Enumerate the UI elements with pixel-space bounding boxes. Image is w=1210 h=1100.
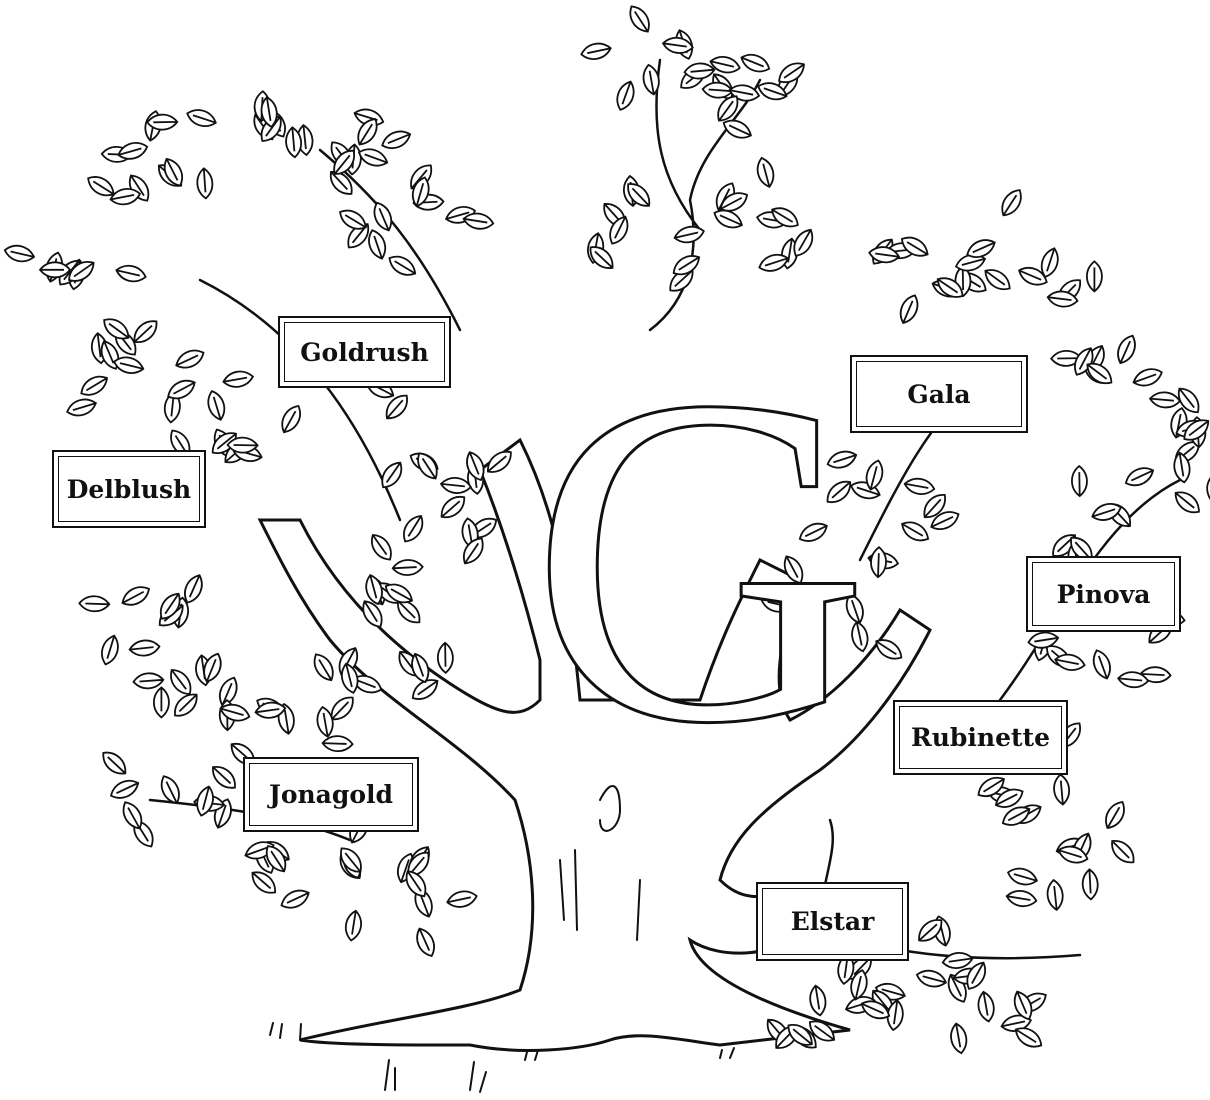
- leaf-icon: [133, 672, 164, 689]
- leaf-icon: [673, 224, 706, 245]
- leaf-icon: [196, 168, 213, 199]
- leaf-icon: [413, 926, 439, 960]
- label-gala: Gala: [850, 355, 1028, 433]
- leaf-icon: [1114, 333, 1140, 367]
- leaf-icon: [1090, 648, 1114, 681]
- leaf-icon: [1072, 466, 1088, 496]
- leaf-icon: [997, 186, 1026, 219]
- leaf-icon: [154, 687, 169, 717]
- label-delblush: Delblush: [52, 450, 206, 528]
- leaf-icon: [1006, 865, 1039, 888]
- label-goldrush: Goldrush: [278, 316, 451, 388]
- leaf-icon: [65, 396, 98, 419]
- leaf-icon: [278, 886, 312, 912]
- leaf-icon: [277, 402, 305, 436]
- leaf-icon: [942, 951, 974, 970]
- leaf-icon: [115, 263, 148, 284]
- leaf-icon: [849, 620, 870, 652]
- leaf-icon: [248, 867, 280, 898]
- leaf-icon: [797, 519, 831, 546]
- leaf-icon: [739, 51, 772, 76]
- leaf-icon: [344, 910, 364, 942]
- leaf-icon: [915, 967, 948, 989]
- leaf-icon: [322, 736, 353, 752]
- leaf-icon: [976, 991, 996, 1023]
- leaf-icon: [1171, 487, 1204, 518]
- leaf-icon: [3, 243, 36, 264]
- label-jonagold: Jonagold: [243, 757, 419, 832]
- leaf-icon: [1123, 464, 1157, 490]
- label-rubinette: Rubinette: [893, 700, 1068, 775]
- leaf-icon: [356, 145, 389, 169]
- leaf-icon: [1053, 774, 1071, 805]
- leaf-icon: [1082, 869, 1099, 900]
- leaf-icon: [79, 596, 110, 612]
- leaf-icon: [903, 476, 935, 496]
- leaf-icon: [108, 776, 142, 802]
- leaf-icon: [1101, 798, 1129, 831]
- leaf-icon: [119, 582, 153, 609]
- leaf-icon: [386, 252, 419, 280]
- leaf-icon: [754, 156, 776, 189]
- leaf-icon: [1149, 391, 1180, 409]
- leaf-icon: [392, 559, 423, 576]
- leaf-icon: [370, 200, 396, 233]
- leaf-icon: [194, 785, 216, 818]
- leaf-icon: [871, 547, 887, 578]
- leaf-icon: [949, 1022, 969, 1054]
- leaf-icon: [173, 346, 207, 372]
- leaf-icon: [1046, 879, 1064, 910]
- leaf-icon: [808, 985, 828, 1017]
- leaf-icon: [437, 492, 469, 523]
- leaf-icon: [438, 643, 454, 673]
- leaf-icon: [440, 476, 471, 494]
- leaf-icon: [1131, 365, 1164, 389]
- leaf-icon: [222, 369, 254, 389]
- leaf-icon: [166, 665, 196, 698]
- label-elstar: Elstar: [756, 882, 909, 961]
- leaf-icon: [379, 127, 412, 152]
- leaf-icon: [613, 79, 637, 112]
- leaf-icon: [77, 372, 110, 400]
- leaf-icon: [1204, 475, 1210, 508]
- leaf-icon: [823, 476, 855, 507]
- leaf-icon: [1087, 261, 1102, 291]
- leaf-icon: [843, 592, 867, 625]
- leaf-icon: [129, 316, 161, 347]
- leaf-icon: [580, 41, 612, 62]
- leaf-icon: [129, 639, 160, 657]
- label-pinova: Pinova: [1026, 556, 1181, 632]
- leaf-icon: [625, 2, 654, 35]
- leaf-icon: [310, 651, 338, 684]
- leaf-icon: [446, 889, 478, 910]
- leaf-icon: [367, 531, 396, 564]
- leaf-icon: [40, 262, 70, 277]
- leaf-icon: [1006, 889, 1038, 909]
- leaf-icon: [205, 389, 228, 422]
- leaf-icon: [399, 512, 428, 545]
- leaf-icon: [898, 517, 931, 545]
- leaf-icon: [185, 106, 218, 130]
- leaf-icon: [208, 762, 240, 793]
- leaf-icon: [1107, 836, 1139, 868]
- leaf-icon: [98, 634, 121, 667]
- leaf-icon: [98, 747, 130, 778]
- leaf-icon: [825, 448, 858, 472]
- leaf-icon: [896, 292, 922, 325]
